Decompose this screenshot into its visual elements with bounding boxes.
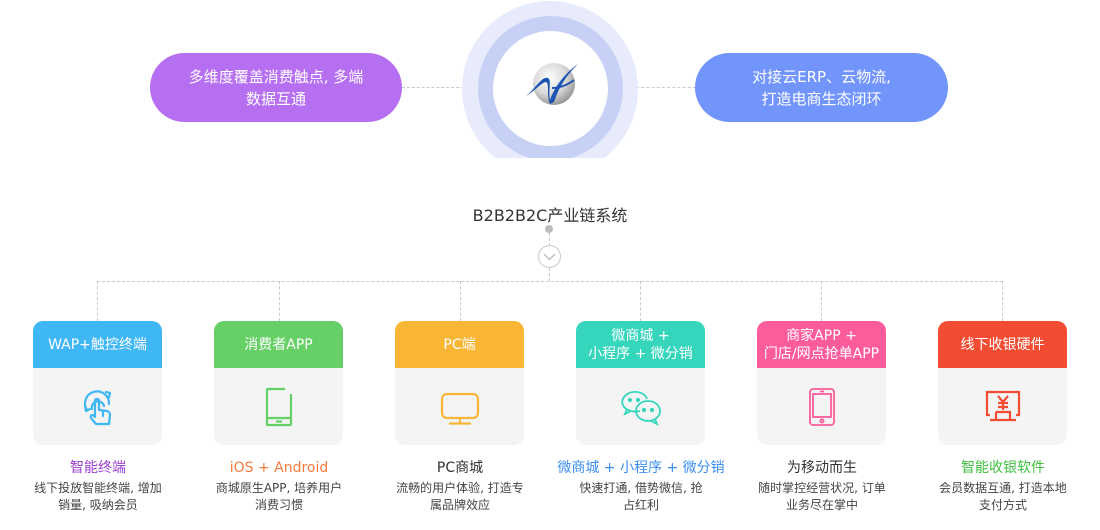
card-header-label: 消费者APP <box>244 336 313 353</box>
card-header: 微商城 + 小程序 + 微分销 <box>576 321 705 368</box>
card-header-label: 线下收银硬件 <box>960 336 1045 353</box>
tablet-icon <box>265 387 292 426</box>
smartphone-icon <box>808 387 835 426</box>
bubble-line: 打造电商生态闭环 <box>761 89 882 108</box>
chevron-down-icon <box>543 253 556 260</box>
card-body <box>33 368 162 445</box>
connector-left <box>402 87 464 88</box>
desc-line: 流畅的用户体验, 打造专 <box>396 481 524 495</box>
card-header-label: 商家APP + <box>786 327 857 344</box>
desc-title: iOS + Android <box>229 460 329 476</box>
bubble-line: 数据互通 <box>245 89 306 108</box>
tree-drop <box>1002 281 1003 321</box>
channel-card-merchant-app[interactable]: 商家APP + 门店/网点抢单APP <box>757 321 886 445</box>
desc-line: 销量, 吸纳会员 <box>58 498 138 512</box>
desc-line: 属品牌效应 <box>429 498 490 512</box>
tree-drop <box>460 281 461 321</box>
channel-card-wechat[interactable]: 微商城 + 小程序 + 微分销 <box>576 321 705 445</box>
card-header-label: 微商城 + <box>611 327 670 344</box>
card-header-label: 门店/网点抢单APP <box>763 345 880 362</box>
desc-line: 快速打通, 借势微信, 抢 <box>579 481 703 495</box>
desc-title: 智能终端 <box>70 460 126 476</box>
desc-line: 占红利 <box>622 498 659 512</box>
channel-card-cash-hardware[interactable]: 线下收银硬件 <box>938 321 1067 445</box>
tree-branch-line <box>97 281 1003 282</box>
channel-desc-wechat: 微商城 + 小程序 + 微分销 快速打通, 借势微信, 抢 占红利 <box>551 459 731 514</box>
touch-gesture-icon <box>83 389 111 425</box>
tree-root-dot <box>545 225 553 233</box>
tree-drop <box>97 281 98 321</box>
card-header-label: 小程序 + 微分销 <box>588 345 693 362</box>
card-header: 消费者APP <box>214 321 343 368</box>
desc-line: 支付方式 <box>978 498 1027 512</box>
card-header: 商家APP + 门店/网点抢单APP <box>757 321 886 368</box>
channel-desc-pc: PC商城 流畅的用户体验, 打造专 属品牌效应 <box>370 459 550 514</box>
tree-drop <box>279 281 280 321</box>
card-body <box>214 368 343 445</box>
card-header: WAP+触控终端 <box>33 321 162 368</box>
cash-register-icon <box>985 390 1020 421</box>
desc-line: 随时掌控经营状况, 订单 <box>758 481 886 495</box>
channel-desc-wap: 智能终端 线下投放智能终端, 增加 销量, 吸纳会员 <box>8 459 188 514</box>
connector-right <box>636 87 696 88</box>
channel-desc-cash-hardware: 智能收银软件 会员数据互通, 打造本地 支付方式 <box>913 459 1093 514</box>
bubble-line: 多维度覆盖消费触点, 多端 <box>188 67 364 86</box>
card-body <box>395 368 524 445</box>
expand-toggle[interactable] <box>538 245 561 268</box>
bubble-line: 对接云ERP、云物流, <box>752 67 891 86</box>
desc-title: PC商城 <box>436 460 484 476</box>
card-body <box>938 368 1067 445</box>
desc-title: 微商城 + 小程序 + 微分销 <box>557 460 725 476</box>
system-title: B2B2B2C产业链系统 <box>472 206 628 225</box>
card-header: PC端 <box>395 321 524 368</box>
tree-drop <box>640 281 641 321</box>
desc-line: 线下投放智能终端, 增加 <box>34 481 162 495</box>
channel-card-consumer-app[interactable]: 消费者APP <box>214 321 343 445</box>
brand-logo-icon <box>526 63 578 105</box>
card-header-label: WAP+触控终端 <box>48 336 147 353</box>
channel-card-pc[interactable]: PC端 <box>395 321 524 445</box>
feature-bubble-touchpoints: 多维度覆盖消费触点, 多端 数据互通 <box>150 53 402 122</box>
desc-line: 业务尽在掌中 <box>785 498 858 512</box>
wechat-icon <box>620 390 661 426</box>
card-body <box>576 368 705 445</box>
card-body <box>757 368 886 445</box>
desc-title: 为移动而生 <box>787 460 857 476</box>
channel-desc-merchant-app: 为移动而生 随时掌控经营状况, 订单 业务尽在掌中 <box>732 459 912 514</box>
tree-drop <box>821 281 822 321</box>
desc-title: 智能收银软件 <box>961 460 1045 476</box>
feature-bubble-erp: 对接云ERP、云物流, 打造电商生态闭环 <box>695 53 948 122</box>
desc-line: 消费习惯 <box>254 498 303 512</box>
channel-desc-consumer-app: iOS + Android 商城原生APP, 培养用户 消费习惯 <box>189 459 369 514</box>
card-header-label: PC端 <box>443 336 476 353</box>
desc-line: 商城原生APP, 培养用户 <box>215 481 343 495</box>
channel-card-wap[interactable]: WAP+触控终端 <box>33 321 162 445</box>
card-header: 线下收银硬件 <box>938 321 1067 368</box>
desc-line: 会员数据互通, 打造本地 <box>939 481 1067 495</box>
monitor-icon <box>440 392 479 425</box>
